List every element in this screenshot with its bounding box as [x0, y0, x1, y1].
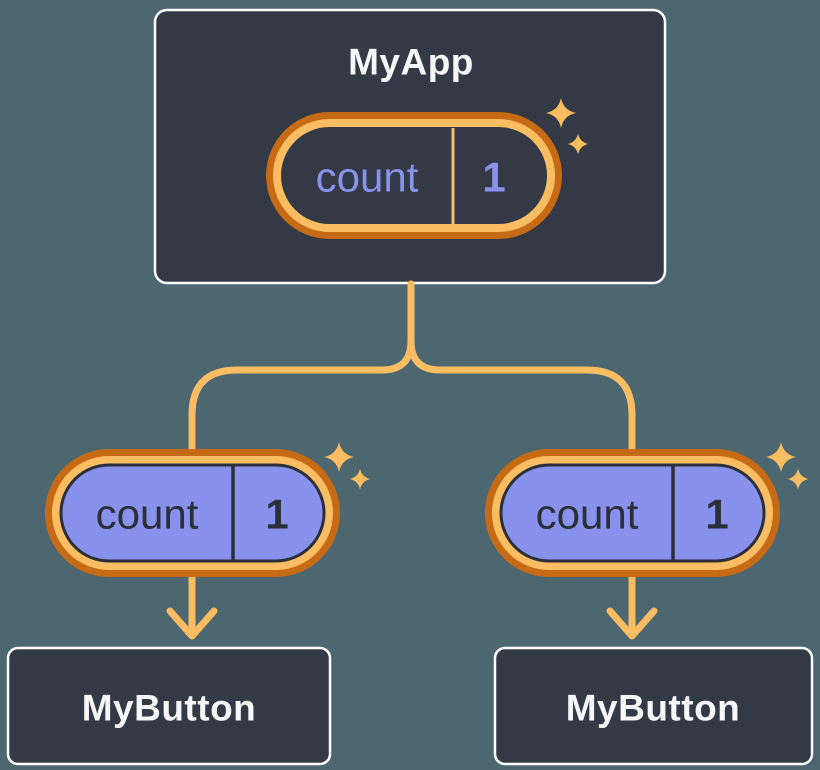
arrow-down-icon — [606, 607, 658, 640]
mybutton-title-right: MyButton — [566, 688, 741, 729]
mybutton-card-left — [6, 646, 332, 766]
arrow-down-icon — [166, 607, 218, 640]
state-value-label: 1 — [482, 154, 505, 201]
myapp-title: MyApp — [348, 42, 474, 83]
pill-body — [499, 463, 766, 563]
state-pill-root: count 1 — [266, 98, 589, 239]
state-name-label: count — [96, 491, 199, 538]
state-value-label: 1 — [265, 491, 288, 538]
state-pill-left-child: count 1 — [45, 442, 371, 577]
pill-body — [59, 463, 326, 563]
pill-body — [281, 127, 547, 224]
state-pill-right-child: count 1 — [485, 442, 809, 577]
state-value-label: 1 — [705, 491, 728, 538]
state-name-label: count — [536, 491, 639, 538]
mybutton-card-right — [493, 646, 814, 766]
connector-line-right — [407, 280, 636, 638]
mybutton-title-left: MyButton — [82, 688, 257, 729]
connector-line-left — [188, 280, 415, 638]
tree-connectors — [166, 280, 658, 640]
state-name-label: count — [316, 154, 419, 201]
